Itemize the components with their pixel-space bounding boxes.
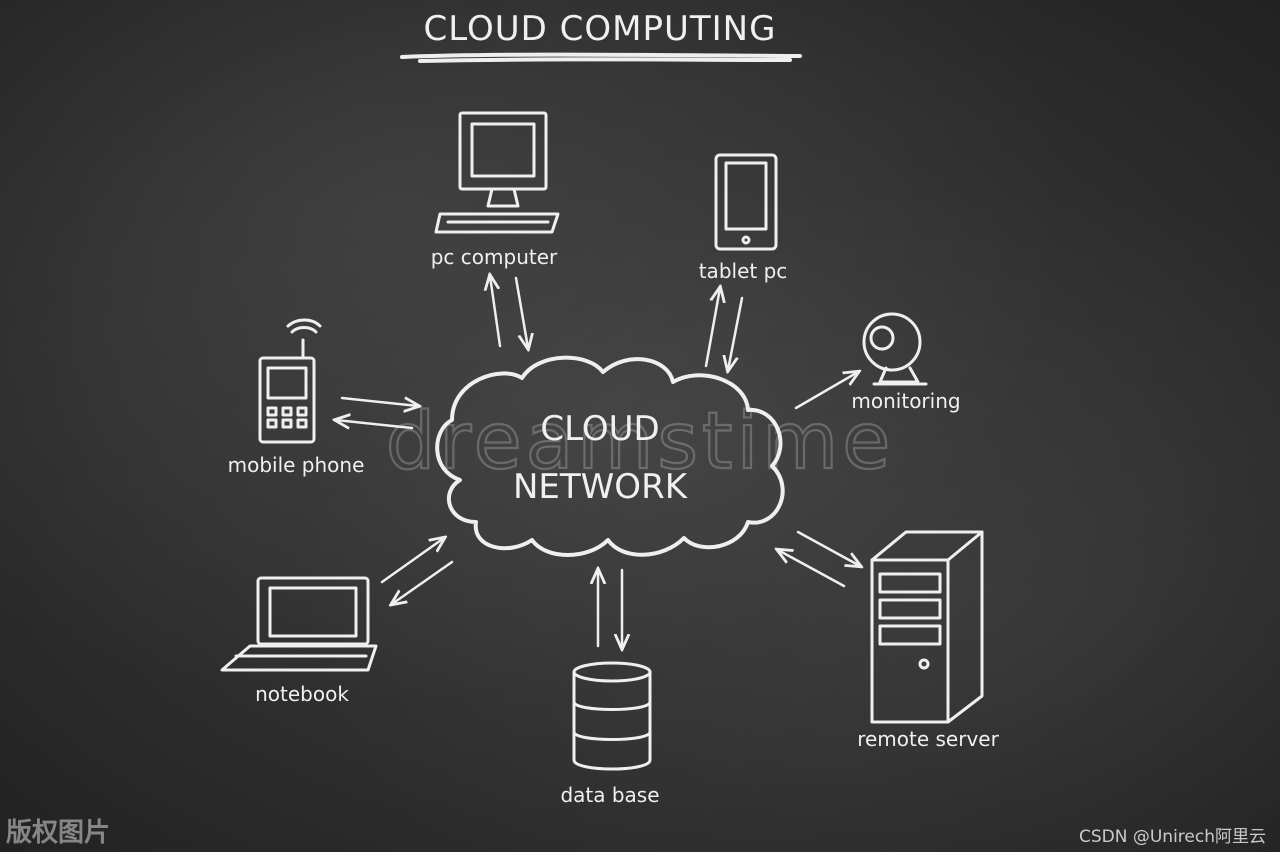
arrow-notebook-to-cloud [380, 538, 444, 584]
tablet-icon [714, 153, 778, 251]
arrow-mobile-to-cloud [340, 398, 418, 406]
notebook-label: notebook [255, 682, 349, 706]
server-icon [870, 530, 984, 724]
arrow-cloud-to-notebook [392, 560, 454, 604]
webcam-icon [862, 312, 928, 386]
mobile-phone-icon [258, 318, 322, 444]
connection-arrows [336, 276, 860, 648]
arrow-server-to-cloud [778, 550, 846, 588]
remote-server-label: remote server [857, 727, 999, 751]
pc-computer-label: pc computer [431, 245, 558, 269]
arrow-cloud-to-tablet [704, 288, 720, 368]
database-label: data base [560, 783, 659, 807]
cloud-label-line1: CLOUD [540, 409, 659, 449]
pc-computer-icon [434, 111, 560, 234]
notebook-icon [220, 576, 378, 672]
cloud-label-line2: NETWORK [513, 467, 689, 507]
monitoring-label: monitoring [851, 389, 960, 413]
watermark-bottom-left: 版权图片 [6, 818, 111, 848]
watermark-bottom-right: CSDN @Unirech阿里云 [1078, 827, 1266, 847]
page-title: CLOUD COMPUTING [424, 9, 777, 49]
arrow-cloud-to-server [796, 530, 860, 566]
arrow-cloud-to-monitoring [794, 372, 858, 410]
arrow-cloud-to-pc [490, 276, 502, 348]
arrow-pc-to-cloud [514, 276, 528, 348]
mobile-phone-label: mobile phone [228, 453, 365, 477]
title-underline [400, 52, 802, 63]
tablet-label: tablet pc [699, 259, 788, 283]
cloud-shape [435, 355, 785, 557]
arrow-cloud-to-mobile [336, 420, 414, 428]
database-icon [572, 661, 652, 771]
arrow-tablet-to-cloud [728, 296, 744, 370]
watermark-center: dreamstime [386, 397, 895, 487]
